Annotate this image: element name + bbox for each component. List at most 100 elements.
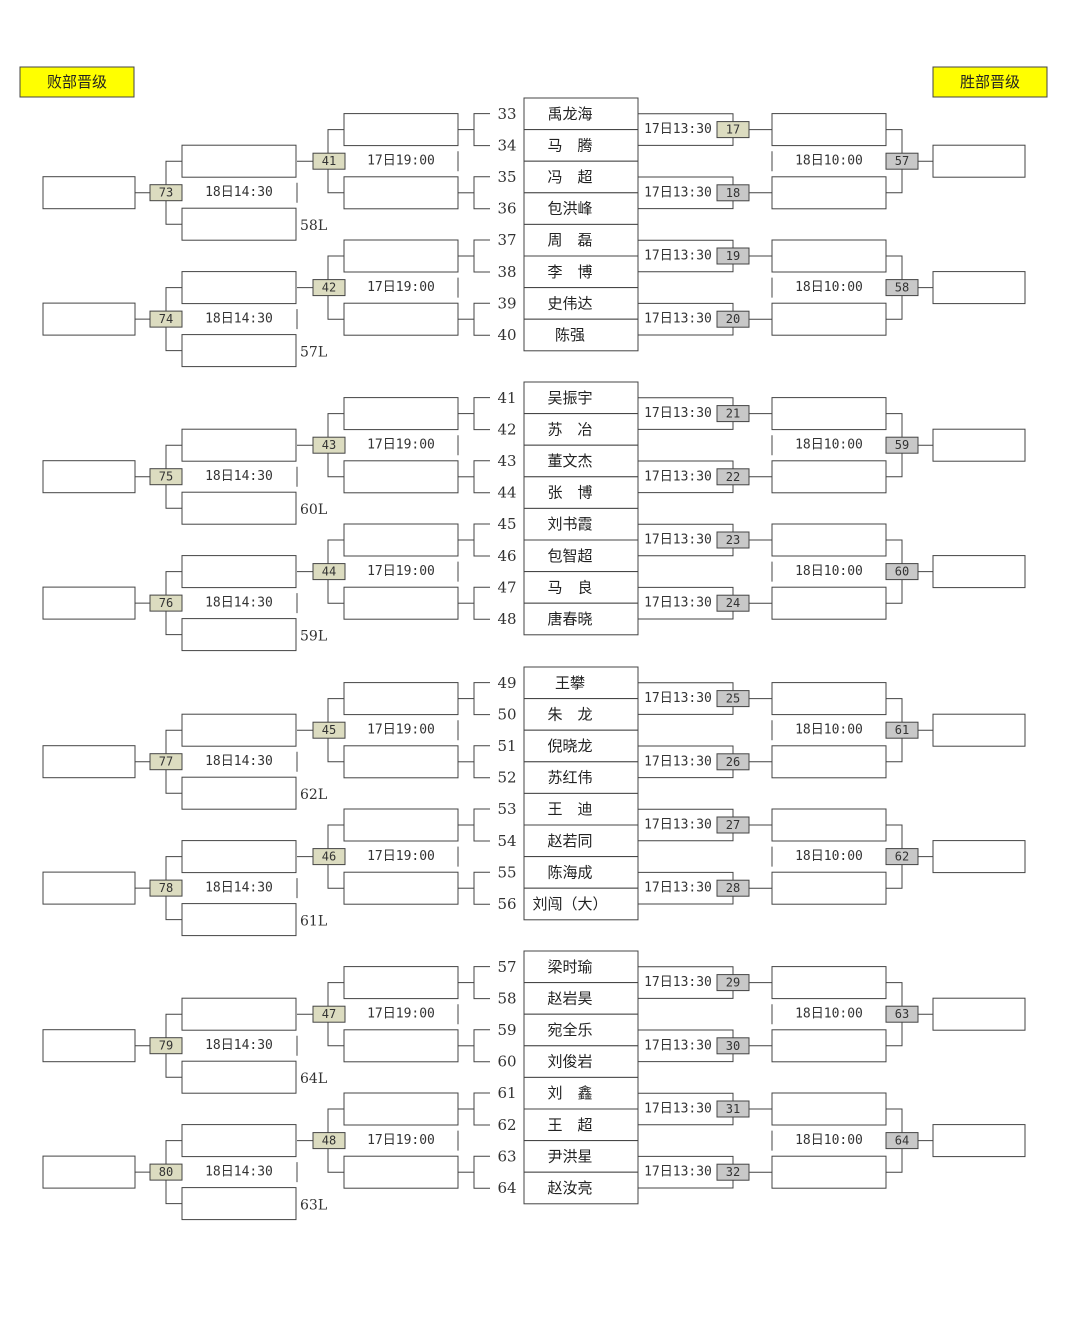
winners-r2-connector xyxy=(886,824,903,857)
player-seed: 55 xyxy=(497,863,516,881)
winners-match-time: 17日13:30 xyxy=(644,249,712,264)
player-name: 马 良 xyxy=(547,578,592,596)
losers-r1-number-tag xyxy=(312,1132,346,1150)
player-name: 梁时瑜 xyxy=(547,958,592,976)
player-row xyxy=(523,1076,639,1110)
winners-match-number: 28 xyxy=(726,881,740,895)
winners-header-label: 胜部晋级 xyxy=(960,73,1020,91)
winners-r2-number-tag xyxy=(885,1005,919,1023)
losers-r1-number-tag xyxy=(312,563,346,581)
winners-advance-box xyxy=(932,144,1026,178)
winners-r2-connector xyxy=(886,1108,903,1141)
winners-match-time: 17日13:30 xyxy=(644,691,712,706)
losers-r2-match-time: 18日14:30 xyxy=(205,881,273,896)
losers-r1-match-number: 46 xyxy=(322,850,336,864)
player-seed: 51 xyxy=(497,737,516,755)
losers-r1-result-box xyxy=(181,997,297,1031)
winners-r2-match-number: 62 xyxy=(895,850,909,864)
winners-match-number-tag xyxy=(716,121,750,139)
losers-r1-input-box xyxy=(343,1029,459,1063)
winners-r2-connector xyxy=(886,161,903,194)
player-seed: 56 xyxy=(497,895,516,913)
player-seed: 53 xyxy=(497,800,516,818)
losers-r1-input-box xyxy=(343,1092,459,1126)
losers-r2-drop-box xyxy=(181,618,297,652)
winners-match-number-tag xyxy=(716,468,750,486)
losers-r2-drop-box xyxy=(181,334,297,368)
winners-advance-box xyxy=(932,840,1026,874)
losers-r2-number-tag xyxy=(149,1037,183,1055)
losers-r2-match-time: 18日14:30 xyxy=(205,1038,273,1053)
winners-match-number-tag xyxy=(716,1100,750,1118)
winners-r2-connector xyxy=(886,129,903,162)
losers-r2-match-time: 18日14:30 xyxy=(205,596,273,611)
player-row xyxy=(523,223,639,257)
player-name: 刘书霞 xyxy=(547,515,592,533)
winners-r2-match-time: 18日10:00 xyxy=(795,723,863,738)
winners-match-number: 20 xyxy=(726,312,740,326)
winners-match-number: 31 xyxy=(726,1102,740,1116)
winners-r1-result-box xyxy=(771,871,887,905)
winners-r1-result-box xyxy=(771,302,887,336)
losers-r1-seed-connector xyxy=(473,302,490,336)
player-row xyxy=(523,255,639,289)
losers-r1-input-box xyxy=(343,460,459,494)
losers-r1-seed-connector xyxy=(473,1155,490,1189)
winners-match-time: 17日13:30 xyxy=(644,881,712,896)
losers-r2-match-number: 79 xyxy=(159,1039,173,1053)
player-name: 马 腾 xyxy=(547,136,592,154)
player-row xyxy=(523,160,639,194)
winners-r2-connector xyxy=(886,571,903,604)
losers-r2-drop-label: 58L xyxy=(300,218,327,234)
player-name: 王 迪 xyxy=(547,800,592,818)
winners-r2-match-number: 60 xyxy=(895,565,909,579)
losers-r1-seed-connector xyxy=(473,586,490,620)
winners-r2-number-tag xyxy=(885,1132,919,1150)
losers-r2-match-number: 75 xyxy=(159,470,173,484)
losers-r1-input-box xyxy=(343,397,459,431)
winners-r2-connector xyxy=(886,1014,903,1047)
losers-r2-drop-label: 63L xyxy=(300,1198,327,1214)
losers-r1-match-time: 17日19:00 xyxy=(367,280,435,295)
player-name: 朱 龙 xyxy=(547,705,592,723)
losers-r1-seed-connector xyxy=(473,460,490,494)
losers-r2-match-number: 80 xyxy=(159,1165,173,1179)
player-row xyxy=(523,129,639,162)
losers-r1-seed-connector xyxy=(473,871,490,905)
losers-r2-drop-box xyxy=(181,207,297,241)
losers-r1-number-tag xyxy=(312,848,346,866)
losers-header-box xyxy=(19,66,135,98)
losers-r1-input-box xyxy=(343,113,459,147)
losers-r1-match-number: 47 xyxy=(322,1007,336,1021)
player-row xyxy=(523,856,639,889)
losers-r2-match-time: 18日14:30 xyxy=(205,469,273,484)
winners-match-number-tag xyxy=(716,974,750,992)
player-seed: 63 xyxy=(497,1147,516,1165)
losers-r1-input-box xyxy=(343,302,459,336)
player-seed: 57 xyxy=(497,958,516,976)
winners-advance-box xyxy=(932,555,1026,589)
winners-r2-match-time: 18日10:00 xyxy=(795,849,863,864)
winners-r2-connector xyxy=(886,255,903,288)
losers-r2-match-number: 78 xyxy=(159,881,173,895)
losers-r1-number-tag xyxy=(312,279,346,297)
winners-r1-result-box xyxy=(771,1029,887,1063)
player-row xyxy=(523,824,639,858)
losers-r2-match-time: 18日14:30 xyxy=(205,754,273,769)
losers-r1-input-box xyxy=(343,239,459,273)
winners-match-time: 17日13:30 xyxy=(644,312,712,327)
losers-r1-match-number: 48 xyxy=(322,1134,336,1148)
losers-r2-drop-box xyxy=(181,776,297,810)
winners-r2-match-time: 18日10:00 xyxy=(795,1133,863,1148)
player-row xyxy=(523,1171,639,1205)
winners-r2-connector xyxy=(886,1140,903,1173)
player-name: 吴振宇 xyxy=(547,389,592,407)
losers-r2-match-number: 76 xyxy=(159,596,173,610)
losers-r2-number-tag xyxy=(149,594,183,612)
winners-match-time: 17日13:30 xyxy=(644,533,712,548)
player-row xyxy=(523,287,639,320)
losers-r2-number-tag xyxy=(149,879,183,897)
player-name: 禹龙海 xyxy=(547,105,592,123)
player-row xyxy=(523,950,639,984)
